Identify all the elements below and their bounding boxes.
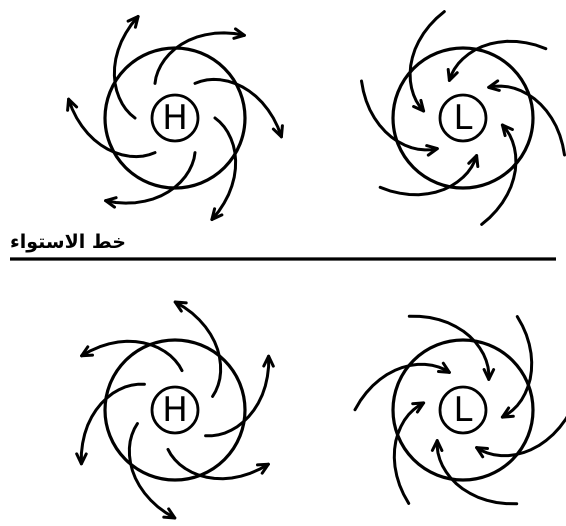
wind-arrow — [355, 364, 449, 409]
pressure-letter: L — [454, 98, 473, 138]
equator-label: خط الاستواء — [10, 231, 126, 253]
system-sh-high: H — [77, 302, 274, 518]
equator: خط الاستواء — [10, 231, 556, 259]
wind-arrow — [482, 125, 516, 224]
wind-arrow — [175, 302, 220, 396]
system-nh-high: H — [68, 17, 283, 220]
pressure-letter: L — [454, 390, 473, 430]
pressure-letter: H — [162, 98, 188, 138]
wind-arrow — [206, 356, 269, 436]
wind-arrow — [129, 424, 174, 518]
system-nh-low: L — [362, 12, 565, 225]
wind-arrow — [81, 384, 144, 464]
pressure-letter: H — [162, 390, 188, 430]
system-sh-low: L — [355, 316, 566, 503]
wind-arrow — [410, 12, 444, 111]
